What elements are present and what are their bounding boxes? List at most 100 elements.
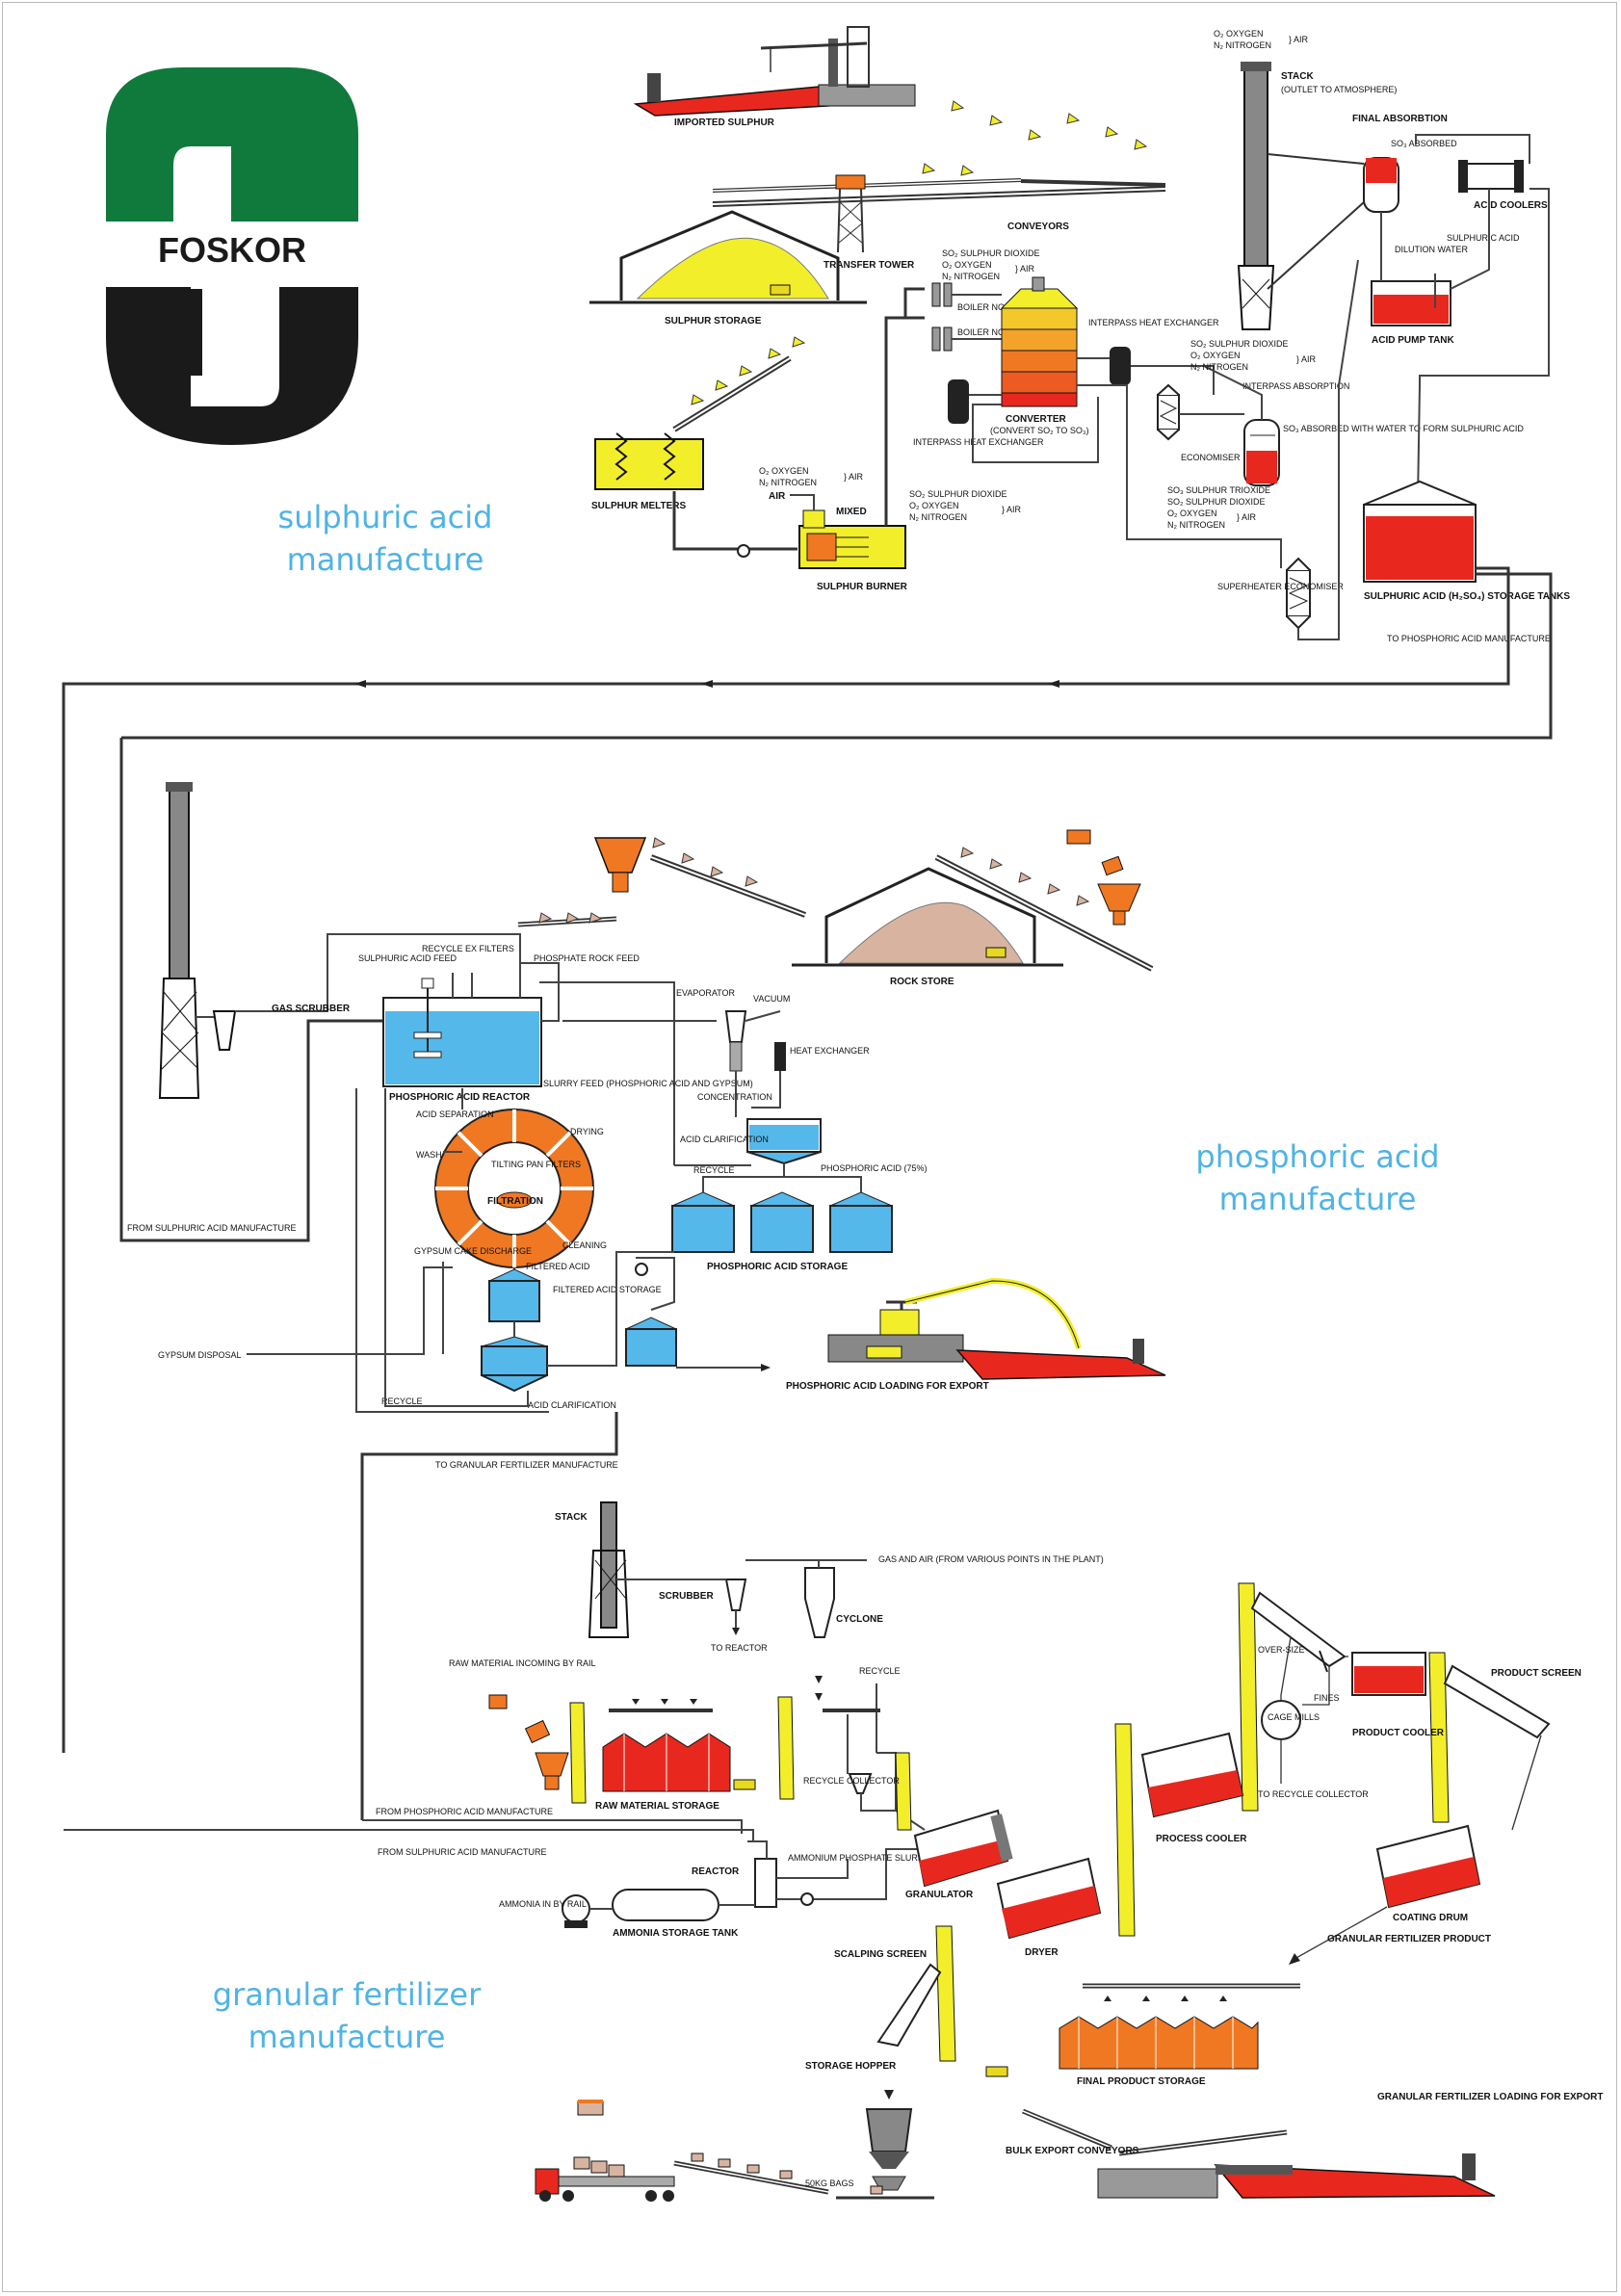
raw-rail-label: RAW MATERIAL INCOMING BY RAIL xyxy=(449,1658,596,1668)
burner-oxygen: O₂ OXYGEN xyxy=(759,466,809,476)
elevator-3 xyxy=(1428,1652,1450,1823)
drying-label: DRYING xyxy=(570,1127,604,1136)
raw-material-rail xyxy=(488,1694,587,1804)
cleaning-label: CLEANING xyxy=(562,1240,607,1250)
section-title-granular-1: granular fertilizer xyxy=(213,1976,482,2013)
ammonia-tank-label: AMMONIA STORAGE TANK xyxy=(613,1928,739,1939)
lower-so2: SO₂ SULPHUR DIOXIDE xyxy=(1167,497,1266,507)
storage-tanks-label: SULPHURIC ACID (H₂SO₄) STORAGE TANKS xyxy=(1364,591,1570,602)
conveyors-label: CONVEYORS xyxy=(1007,222,1069,232)
lower-so3: SO₃ SULPHUR TRIOXIDE xyxy=(1167,485,1270,495)
section-title-sulphuric-2: manufacture xyxy=(287,541,484,578)
burner-air-label: AIR xyxy=(769,491,786,502)
section-title-granular-2: manufacture xyxy=(248,2019,446,2055)
granulator-label: GRANULATOR xyxy=(905,1890,974,1900)
phosphoric-stack xyxy=(158,782,385,1099)
storage-hopper-label: STORAGE HOPPER xyxy=(805,2061,897,2072)
stack-air: } AIR xyxy=(1296,354,1317,364)
granular-product-label: GRANULAR FERTILIZER PRODUCT xyxy=(1327,1934,1491,1944)
granular-loading-label: GRANULAR FERTILIZER LOADING FOR EXPORT xyxy=(1377,2092,1603,2102)
acid-coolers xyxy=(1458,160,1524,193)
logo-text: FOSKOR xyxy=(158,230,306,270)
acid-coolers-label: ACID COOLERS xyxy=(1474,200,1548,211)
wash-label: WASH xyxy=(416,1150,442,1160)
filtered-storage-label: FILTERED ACID STORAGE xyxy=(553,1285,662,1294)
burner-out-so2: SO₂ SULPHUR DIOXIDE xyxy=(909,489,1007,499)
boiler-in-so2: SO₂ SULPHUR DIOXIDE xyxy=(942,248,1040,258)
gypsum-disposal-label: GYPSUM DISPOSAL xyxy=(158,1350,242,1360)
lower-n2: N₂ NITROGEN xyxy=(1167,520,1225,530)
granular-export-ship xyxy=(1097,2153,1496,2199)
from-sulphuric-label: FROM SULPHURIC ACID MANUFACTURE xyxy=(127,1223,297,1233)
phos-storage-label: PHOSPHORIC ACID STORAGE xyxy=(707,1262,848,1272)
stack-n2: N₂ NITROGEN xyxy=(1190,362,1248,372)
loading-export-label: PHOSPHORIC ACID LOADING FOR EXPORT xyxy=(786,1381,989,1392)
acid-separation-label: ACID SEPARATION xyxy=(416,1109,494,1119)
stack-label: STACK xyxy=(1281,71,1314,82)
rock-store-label: ROCK STORE xyxy=(890,977,954,987)
phosphate-rock-feed-label: PHOSPHATE ROCK FEED xyxy=(534,953,640,963)
dryer xyxy=(996,1857,1102,1940)
lower-o2: O₂ OXYGEN xyxy=(1167,509,1217,518)
boiler-in-o2: O₂ OXYGEN xyxy=(942,260,992,270)
bags-truck xyxy=(535,2100,934,2202)
boiler-in-n2: N₂ NITROGEN xyxy=(942,272,1000,281)
sulphur-conveyors xyxy=(712,100,1166,207)
bags-label: 50KG BAGS xyxy=(805,2179,854,2188)
final-so3-absorbed: SO₃ ABSORBED xyxy=(1391,139,1457,148)
superheater-label: SUPERHEATER ECONOMISER xyxy=(1217,582,1344,591)
from-sulphuric-label: FROM SULPHURIC ACID MANUFACTURE xyxy=(378,1847,547,1857)
elevator-1 xyxy=(1114,1723,1136,1937)
granular-stack-label: STACK xyxy=(555,1512,588,1523)
economiser-label: ECONOMISER xyxy=(1181,453,1241,462)
oversize-label: OVER-SIZE xyxy=(1258,1645,1305,1655)
top-air: } AIR xyxy=(1289,35,1309,44)
dilution-label: DILUTION WATER xyxy=(1395,245,1468,254)
section-title-phosphoric-2: manufacture xyxy=(1219,1181,1417,1217)
cyclone-label: CYCLONE xyxy=(836,1614,883,1625)
product-screen-label: PRODUCT SCREEN xyxy=(1491,1668,1582,1679)
bulk-conveyors-label: BULK EXPORT CONVEYORS xyxy=(1006,2146,1139,2156)
interpass-heat-exchanger-top xyxy=(1077,347,1131,385)
bulk-export-conveyors xyxy=(1022,2108,1288,2156)
recycle-a-label: RECYCLE xyxy=(693,1165,735,1175)
from-phosphoric-label: FROM PHOSPHORIC ACID MANUFACTURE xyxy=(376,1807,553,1816)
acid-clarif-bot-label: ACID CLARIFICATION xyxy=(528,1400,616,1410)
granular-reactor-label: REACTOR xyxy=(692,1866,740,1877)
gas-air-label: GAS AND AIR (FROM VARIOUS POINTS IN THE … xyxy=(878,1554,1104,1564)
process-cooler xyxy=(1140,1732,1244,1818)
slurry-feed-label: SLURRY FEED (PHOSPHORIC ACID AND GYPSUM) xyxy=(543,1079,753,1088)
sulphur-burner-label: SULPHUR BURNER xyxy=(817,582,908,592)
imported-sulphur-label: IMPORTED SULPHUR xyxy=(674,117,775,128)
top-nitrogen: N₂ NITROGEN xyxy=(1214,40,1271,50)
gas-scrubber-label: GAS SCRUBBER xyxy=(272,1004,351,1014)
lower-air: } AIR xyxy=(1237,512,1257,522)
to-granular-label: TO GRANULAR FERTILIZER MANUFACTURE xyxy=(435,1460,618,1470)
burner-out-air: } AIR xyxy=(1002,505,1022,514)
rock-conveyor-right xyxy=(934,829,1154,972)
screen-upper xyxy=(1250,1591,1348,1784)
sulphuric-feed-label: SULPHURIC ACID FEED xyxy=(358,953,458,963)
burner-out-o2: O₂ OXYGEN xyxy=(909,501,959,510)
to-recycle-collector-label: TO RECYCLE COLLECTOR xyxy=(1258,1789,1369,1799)
product-cooler xyxy=(1351,1652,1426,1696)
converter xyxy=(1000,276,1079,407)
evaporator xyxy=(724,1010,786,1117)
cage-mills-label: CAGE MILLS xyxy=(1268,1712,1320,1722)
burner-mixed-label: MIXED xyxy=(836,507,867,517)
so3-absorbed-label: SO₃ ABSORBED WITH WATER TO FORM SULPHURI… xyxy=(1283,424,1524,433)
raw-material-storage xyxy=(602,1696,795,1800)
sulphur-melters xyxy=(594,336,806,490)
rock-store xyxy=(792,867,1063,967)
evaporator-label: EVAPORATOR xyxy=(676,988,736,998)
phosphoric-export-ship xyxy=(827,1277,1166,1380)
reactor-label: PHOSPHORIC ACID REACTOR xyxy=(389,1092,531,1103)
sulphur-melters-label: SULPHUR MELTERS xyxy=(591,501,686,511)
ammonia-rail-label: AMMONIA IN BY RAIL xyxy=(499,1899,587,1909)
phosphoric-export-tank xyxy=(625,1257,771,1371)
economiser xyxy=(1157,383,1180,441)
concentration-label: CONCENTRATION xyxy=(697,1092,772,1102)
final-product-storage xyxy=(985,1983,1300,2077)
recycle-ex-label: RECYCLE EX FILTERS xyxy=(422,944,514,953)
